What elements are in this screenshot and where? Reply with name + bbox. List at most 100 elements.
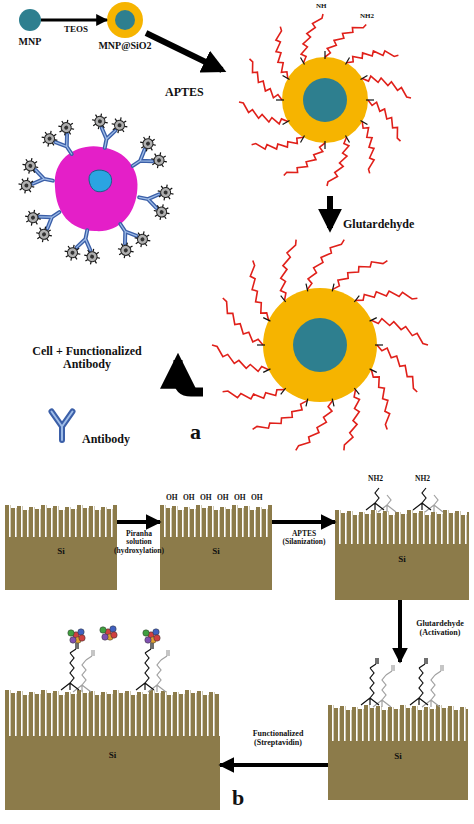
nanoparticle xyxy=(59,121,73,135)
pillar-gap xyxy=(405,510,407,544)
pillar-gap xyxy=(260,505,262,537)
pillar-gap xyxy=(93,690,95,736)
antibody-highlight xyxy=(77,229,94,250)
silane-chain xyxy=(136,643,154,690)
nanoparticle xyxy=(156,206,168,218)
silane-bond xyxy=(263,318,270,321)
silane-bond xyxy=(366,99,374,100)
antibody-body xyxy=(129,149,153,171)
pillar-gap xyxy=(351,510,353,544)
arrow-connector xyxy=(117,520,160,524)
silane-bond xyxy=(281,296,286,302)
pillar-gap xyxy=(105,505,107,537)
chemical-group: OH xyxy=(166,494,184,502)
magnetic-core xyxy=(293,318,347,372)
linker-chain xyxy=(356,291,418,300)
linker-chain xyxy=(368,100,401,141)
pillar-gap xyxy=(170,505,172,537)
pillar-gap xyxy=(357,510,359,544)
edge-label: Glutardehyde (Activation) xyxy=(408,620,472,638)
linker-chain xyxy=(223,390,285,399)
silane-bond xyxy=(263,369,270,372)
pillar-gap xyxy=(411,510,413,544)
silane-bond xyxy=(354,388,359,394)
pillar-gap xyxy=(452,705,454,741)
linker-chain xyxy=(301,14,323,63)
nanoparticle xyxy=(26,211,40,225)
chemical-group: OH xyxy=(251,494,269,502)
nanoparticle-core xyxy=(63,125,69,131)
silane-bond xyxy=(354,296,359,302)
pillar-gap xyxy=(369,510,371,544)
magnetic-core xyxy=(303,78,347,122)
antibody-body xyxy=(114,220,136,244)
cell-nucleus xyxy=(89,170,112,192)
pillar-gap xyxy=(33,690,35,736)
pillar-gap xyxy=(93,505,95,537)
antibody xyxy=(52,412,73,441)
pillar-gap xyxy=(434,705,436,741)
antibody-highlight xyxy=(40,206,64,228)
pillar-gap xyxy=(459,510,461,544)
silane-chain xyxy=(361,658,379,705)
silane-chain xyxy=(413,488,431,510)
antibody xyxy=(22,197,69,245)
linker-chain xyxy=(344,390,360,451)
antibody-highlight xyxy=(98,128,115,149)
pillar-gap xyxy=(81,690,83,736)
linker-chain xyxy=(327,137,349,186)
nanoparticle-core xyxy=(163,190,168,195)
pillar-gap xyxy=(75,690,77,736)
nanoparticle-core xyxy=(123,248,129,254)
pillar-gap xyxy=(386,705,388,741)
linker-chain xyxy=(276,27,288,79)
pillar-gap xyxy=(9,505,11,537)
linker-chain xyxy=(253,401,308,430)
streptavidin-subunit xyxy=(102,634,108,640)
pillar-gap xyxy=(21,690,23,736)
linker-chain xyxy=(250,59,283,100)
silane-chain xyxy=(422,665,443,707)
silica-shell xyxy=(107,2,143,38)
silane-bond xyxy=(332,284,334,292)
silane-bond xyxy=(361,121,368,125)
substrate-box: Si xyxy=(5,615,220,810)
nanoparticle-core xyxy=(47,136,53,142)
chemical-group: OH xyxy=(234,494,252,502)
antibody-highlight xyxy=(55,134,77,158)
antibody-body xyxy=(138,190,159,207)
pillar-gap xyxy=(87,690,89,736)
streptavidin-subunit xyxy=(68,630,74,636)
magnetic-core xyxy=(115,10,135,30)
pillar-gap xyxy=(171,690,173,736)
pillar-gap xyxy=(453,510,455,544)
antibody-highlight xyxy=(138,190,159,207)
pillar-gap xyxy=(441,510,443,544)
pillar-gap xyxy=(404,705,406,741)
pillar-gap xyxy=(470,705,472,741)
pillar-gap xyxy=(111,505,113,537)
pillar-gap xyxy=(339,510,341,544)
pillar-gap xyxy=(345,510,347,544)
pillar-gap xyxy=(248,505,250,537)
nanoparticle xyxy=(114,119,126,131)
silane-chain xyxy=(366,488,384,510)
silane-bond xyxy=(281,388,286,394)
linker-chain xyxy=(362,76,411,98)
silane-bond xyxy=(301,136,305,143)
antibody-highlight xyxy=(129,149,153,171)
antibody-icon xyxy=(52,412,73,441)
silica-shell xyxy=(282,57,368,143)
pillar-gap xyxy=(206,505,208,537)
step-label: Glutardehyde xyxy=(343,218,453,231)
pillar-gap xyxy=(350,705,352,741)
linker-chain xyxy=(333,261,388,290)
chemical-group: NH xyxy=(316,3,336,11)
nanoparticle-core xyxy=(24,183,29,188)
pillar-gap xyxy=(212,505,214,537)
pillar-gap xyxy=(435,510,437,544)
edge-label: APTES (Silanization) xyxy=(274,530,334,547)
silane-chain xyxy=(61,643,79,690)
chemical-group: NH2 xyxy=(368,475,392,483)
nanoparticle xyxy=(43,132,57,146)
